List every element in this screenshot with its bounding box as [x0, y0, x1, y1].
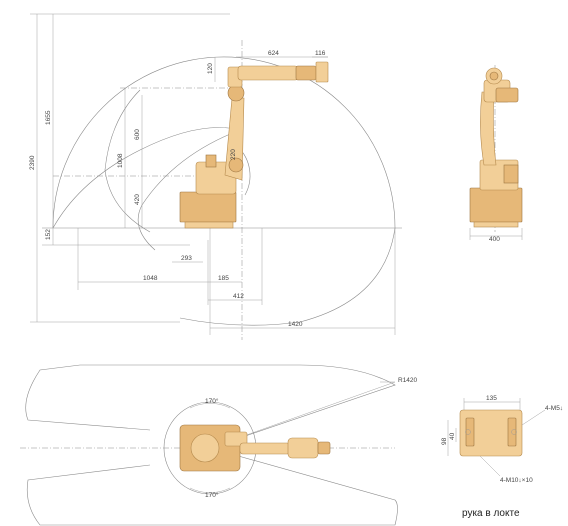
flange-caption: рука в локте: [462, 508, 520, 519]
top-view: R1420 170° 170°: [20, 364, 418, 526]
front-view: 400: [469, 65, 523, 243]
dim-label-1048: 1048: [143, 275, 158, 282]
top-sector-lower: [26, 447, 398, 526]
workspace-lower-arc: [179, 227, 396, 326]
robot-flange: [315, 61, 329, 83]
dim-label-170-bottom: 170°: [205, 491, 219, 499]
robot-elbow-joint: [227, 84, 245, 102]
front-forearm: [495, 87, 519, 103]
top-angle-arc-upper: [189, 403, 231, 409]
front-base-plate: [473, 221, 519, 228]
front-flange: [489, 71, 499, 81]
robot-base: [179, 191, 237, 223]
flange-view: 135 4-M5↓ 98 40 4-M10↓×10 рука в локте: [441, 395, 563, 519]
dim-label-1008: 1008: [117, 153, 124, 168]
dim-label-116: 116: [315, 50, 326, 57]
dim-label-120: 120: [207, 63, 214, 74]
dim-label-170-top: 170°: [205, 397, 219, 405]
dim-label-135: 135: [486, 395, 497, 402]
robot-shoulder-joint: [228, 157, 244, 173]
dim-label-4m10: 4-M10↓×10: [500, 477, 533, 484]
dim-label-40: 40: [449, 432, 456, 440]
dim-label-293: 293: [181, 255, 192, 262]
dim-label-624: 624: [268, 50, 279, 57]
top-arm: [239, 442, 291, 455]
robot-side: [179, 61, 329, 229]
front-upper-arm: [480, 91, 497, 166]
dim-label-2390: 2390: [29, 155, 36, 170]
flange-leader-m5: [521, 409, 546, 426]
front-base: [469, 187, 523, 223]
robot-wrist: [295, 65, 317, 81]
workspace-circle: [52, 56, 396, 229]
dim-label-1420: 1420: [288, 321, 303, 328]
dim-label-600: 600: [134, 129, 141, 140]
dim-label-220: 220: [230, 149, 237, 160]
dim-label-r1420: R1420: [398, 377, 418, 384]
dim-label-98: 98: [441, 437, 448, 445]
flange-leader-m10: [479, 455, 501, 477]
robot-motor: [205, 154, 217, 168]
dim-label-412: 412: [233, 293, 244, 300]
flange-hole-1: [465, 429, 471, 435]
flange-body: [459, 409, 523, 457]
inner-arc-2: [104, 89, 151, 233]
flange-slot-right: [507, 417, 517, 447]
dim-label-1655: 1655: [45, 110, 52, 125]
top-turret: [190, 433, 220, 463]
dim-label-420: 420: [134, 194, 141, 205]
dim-label-400: 400: [489, 236, 500, 243]
top-motor: [224, 431, 248, 447]
front-motor: [503, 164, 519, 184]
top-angle-arc-lower: [189, 487, 231, 493]
side-view: 2390 1655 1008 600 420 152 120 220 624 1…: [29, 13, 402, 340]
flange-slot-left: [465, 417, 475, 447]
top-sector-upper: [25, 364, 396, 449]
robot-base-plate: [184, 221, 234, 229]
robot-forearm: [237, 65, 299, 81]
dim-label-152: 152: [45, 229, 52, 240]
top-wrist: [317, 441, 331, 455]
flange-hole-2: [511, 429, 517, 435]
dim-label-4m5: 4-M5↓: [545, 405, 563, 412]
dim-label-185: 185: [218, 275, 229, 282]
top-forearm: [287, 437, 319, 459]
